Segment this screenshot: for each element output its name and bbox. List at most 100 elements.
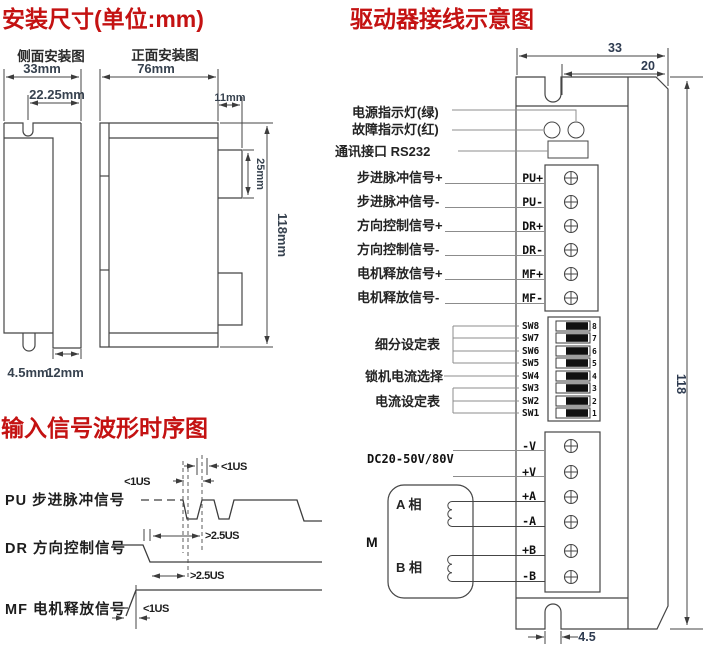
title-waveform: 输入信号波形时序图 (1, 415, 208, 441)
terminal-screw (563, 543, 579, 559)
terminal-screw (563, 464, 579, 480)
power-led-label: 电源指示灯(绿) (352, 105, 439, 120)
annotation-rise-time: <1US (184, 458, 247, 475)
terminal-screw (563, 438, 579, 454)
terminal-screw (563, 194, 579, 210)
side-bottom-tab (22, 333, 36, 352)
annotation-text: <1US (143, 603, 169, 615)
dim-front-tab-depth: 11mm (214, 92, 245, 104)
terminal-pin: +A (522, 489, 536, 503)
dim-driver-depth: 33 (608, 41, 622, 55)
terminal-pin: +B (522, 543, 536, 557)
dip-switch (555, 332, 591, 344)
terminal-pin: DR- (522, 243, 543, 257)
pu-signal-label: PU 步进脉冲信号 (5, 491, 125, 509)
terminal-pin: -A (522, 514, 536, 528)
coil-phase-b (447, 555, 453, 582)
dip-switch (555, 357, 591, 369)
annotation-text: >2.5US (190, 570, 224, 582)
dip-pin: SW6 (522, 346, 539, 357)
annotation-text: <1US (221, 461, 247, 473)
terminal-screw (563, 266, 579, 282)
motor-name: M (366, 534, 378, 550)
terminal-pin: DR+ (522, 219, 543, 233)
front-terminal-block-top (218, 149, 243, 199)
dip-switch (555, 345, 591, 357)
terminal-pin: -V (522, 439, 536, 453)
signal-row-pu-plus: 步进脉冲信号+ PU+ (357, 170, 579, 186)
terminal-screw (563, 290, 579, 306)
terminal-pin: -B (522, 569, 536, 583)
dim-side-body-depth: 12mm (46, 365, 84, 380)
dip-num: 8 (592, 322, 597, 331)
power-led (567, 121, 585, 139)
dim-side-slot-offset: 22.25mm (29, 87, 85, 102)
terminal-screw (563, 218, 579, 234)
dip-num: 3 (592, 384, 597, 393)
title-mounting: 安装尺寸(单位:mm) (2, 6, 204, 32)
signal-row-pu-minus: 步进脉冲信号- PU- (357, 194, 579, 210)
side-outline-body (4, 123, 82, 349)
dip-switch (555, 407, 591, 419)
signal-label: 电机释放信号+ (357, 266, 443, 281)
annotation-setup-pu: >2.5US (153, 530, 240, 542)
front-terminal-block-bottom (218, 272, 243, 326)
dip-switch-block (547, 316, 601, 422)
dim-side-width: 33mm (23, 61, 61, 76)
motor-outline (387, 484, 474, 599)
dip-group-label: 细分设定表 (375, 337, 441, 352)
dip-pin: SW3 (522, 383, 539, 394)
power-rows: -V +V DC20-50V/80V (367, 438, 579, 480)
coil-phase-a (447, 501, 453, 527)
annotation-setup-dr: >2.5US (152, 570, 225, 582)
dip-switch (555, 320, 591, 332)
dip-pin: SW2 (522, 396, 539, 407)
dip-group-subdivision: 细分设定表 (375, 325, 519, 364)
dim-front-height: 118mm (275, 213, 290, 257)
terminal-block-power (544, 431, 601, 593)
terminal-screw (563, 489, 579, 505)
wiring-section: 驱动器接线示意图 33 20 118 4.5 电源指示灯(绿) 故障指示 (335, 6, 703, 644)
signal-row-mf-minus: 电机释放信号- MF- (357, 290, 579, 306)
dip-pin: SW8 (522, 321, 539, 332)
dip-num: 6 (592, 347, 597, 356)
dip-group-current: 电流设定表 (375, 387, 519, 414)
signal-row-dr-plus: 方向控制信号+ DR+ (357, 218, 579, 234)
terminal-pin: PU- (522, 195, 543, 209)
dim-driver-height: 118 (674, 374, 688, 394)
dim-driver-slot-width: 4.5 (578, 630, 595, 644)
dip-num: 2 (592, 397, 597, 406)
dip-switch (555, 395, 591, 407)
dip-group-label: 锁机电流选择 (365, 369, 444, 384)
annotation-text: <1US (124, 476, 150, 488)
front-view-title: 正面安装图 (131, 47, 199, 63)
power-supply-label: DC20-50V/80V (367, 452, 454, 466)
side-outline-left (3, 123, 53, 334)
dip-switch (555, 370, 591, 382)
dip-num: 5 (592, 359, 597, 368)
dip-num: 1 (592, 409, 597, 418)
motor-phase-a-label: A 相 (396, 497, 422, 512)
signal-row-dr-minus: 方向控制信号- DR- (357, 242, 579, 258)
mounting-front-view: 正面安装图 76mm 11mm 25mm 118mm (99, 47, 290, 348)
terminal-screw (563, 242, 579, 258)
dip-pin: SW7 (522, 333, 539, 344)
terminal-pin: +V (522, 465, 536, 479)
signal-label: 方向控制信号+ (357, 218, 443, 233)
annotation-text: >2.5US (205, 530, 239, 542)
terminal-block-signal (544, 164, 599, 312)
dim-side-slot-width: 4.5mm (7, 365, 48, 380)
dip-group-label: 电流设定表 (375, 394, 441, 409)
mounting-section: 安装尺寸(单位:mm) 侧面安装图 33mm 22.25mm 4.5mm 12m… (2, 6, 290, 380)
terminal-screw (563, 514, 579, 530)
front-outline (99, 122, 219, 348)
signal-label: 步进脉冲信号+ (357, 170, 443, 185)
comm-port-label: 通讯接口 RS232 (335, 144, 430, 159)
side-view-title: 侧面安装图 (17, 48, 85, 64)
side-outline-top (4, 122, 81, 137)
motor-circuit: M A 相 B 相 +A -A +B -B (366, 484, 579, 599)
signal-label: 电机释放信号- (357, 290, 439, 305)
fault-led-label: 故障指示灯(红) (352, 122, 439, 137)
